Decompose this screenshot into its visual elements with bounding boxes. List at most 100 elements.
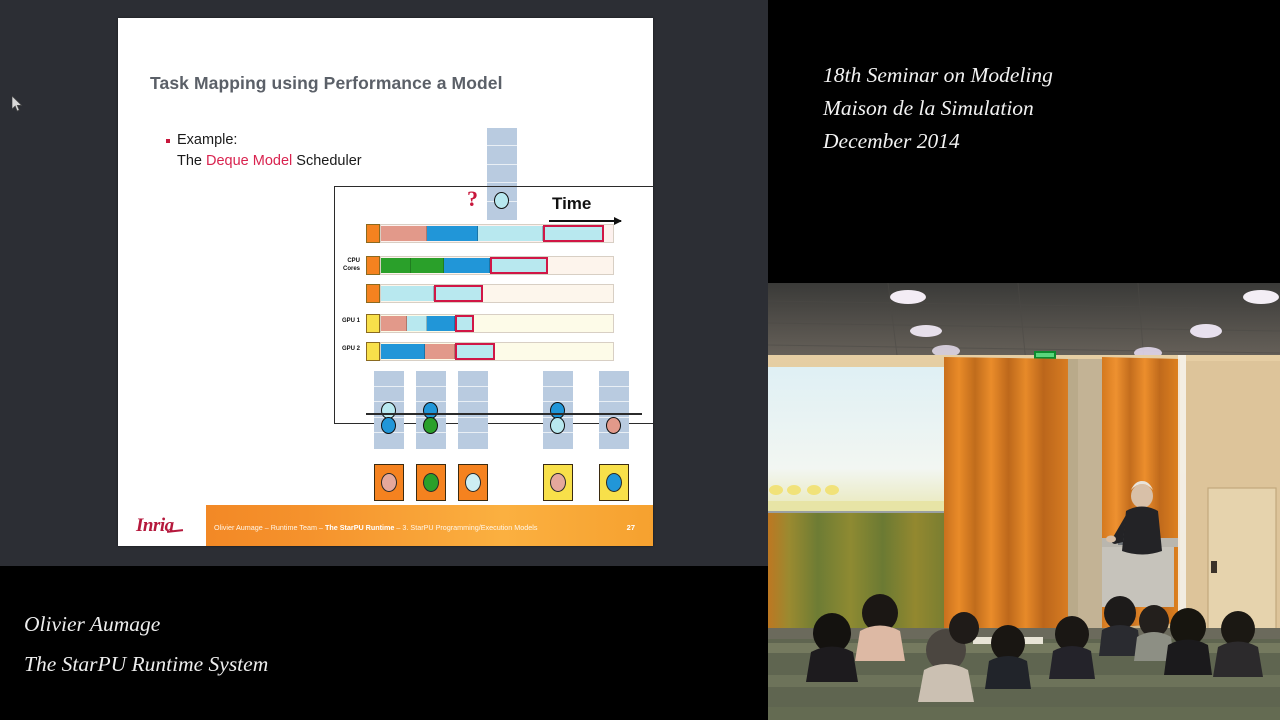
queue-slot [543, 433, 573, 449]
gantt-row [366, 284, 614, 303]
footer-text-section: – 3. StarPU Programming/Execution Models [394, 523, 538, 532]
queued-task-circle [381, 401, 396, 419]
queue-divider-line [366, 413, 642, 415]
footer-text-author: Olivier Aumage – Runtime Team – [214, 523, 325, 532]
question-mark-label: ? [467, 186, 478, 211]
gantt-highlight-box [455, 315, 474, 332]
bullet-text-pre: The [177, 153, 207, 169]
gantt-row-track [380, 284, 614, 303]
seminar-line-2: Maison de la Simulation [823, 96, 1034, 120]
mouse-cursor-icon [12, 96, 23, 112]
slide-viewer-panel: Task Mapping using Performance a Model E… [0, 0, 768, 566]
presentation-slide: Task Mapping using Performance a Model E… [118, 18, 653, 546]
seminar-info-text: 18th Seminar on Modeling Maison de la Si… [823, 59, 1053, 158]
gantt-task-segment [381, 258, 412, 273]
gantt-task-segment [381, 316, 407, 331]
gantt-task-segment [411, 258, 444, 273]
queue-slot [543, 387, 573, 403]
gantt-row-cap [366, 256, 380, 275]
gantt-row [366, 224, 614, 243]
queue-slot [374, 371, 404, 387]
gantt-row-track [380, 256, 614, 275]
gantt-highlight-box [490, 257, 549, 274]
worker-box [458, 464, 488, 501]
slide-page-number: 27 [626, 523, 635, 532]
speaker-talk-title: The StarPU Runtime System [24, 652, 269, 676]
footer-corner-curve [118, 489, 206, 507]
queue-slot [599, 402, 629, 418]
stack-slot [487, 128, 517, 147]
gantt-task-segment [443, 258, 491, 273]
slide-bullet-block: Example: The Deque Model Scheduler [166, 130, 362, 172]
gantt-row-track [380, 224, 614, 243]
stack-slot [487, 165, 517, 184]
gantt-task-segment [381, 344, 426, 359]
speaker-info-panel: Olivier Aumage The StarPU Runtime System [0, 566, 736, 720]
bullet-square-icon [166, 139, 170, 143]
incoming-task-circle [494, 192, 509, 209]
speaker-name: Olivier Aumage [24, 612, 161, 636]
queue-slot [599, 371, 629, 387]
schedule-chart-frame [334, 186, 653, 424]
queued-task-circle [550, 417, 565, 435]
gantt-task-segment [381, 226, 428, 241]
running-task-circle [381, 473, 397, 492]
stack-slot [487, 146, 517, 165]
gantt-task-segment [406, 316, 428, 331]
queued-task-circle [606, 417, 621, 435]
gantt-label-gpu1: GPU 1 [341, 318, 360, 324]
running-task-circle [550, 473, 566, 492]
running-task-circle [606, 473, 622, 492]
time-axis-arrow-icon [549, 217, 622, 225]
bullet-text-post: Scheduler [292, 153, 362, 169]
gantt-row [366, 342, 614, 361]
gantt-row-cap [366, 284, 380, 303]
footer-credit-text: Olivier Aumage – Runtime Team – The Star… [214, 523, 537, 532]
slide-title: Task Mapping using Performance a Model [150, 73, 503, 93]
queue-slot [458, 433, 488, 449]
queue-slot [458, 402, 488, 418]
slide-footer: Inria Olivier Aumage – Runtime Team – Th… [118, 489, 653, 546]
queue-slot [416, 387, 446, 403]
queue-slot [416, 433, 446, 449]
gantt-row [366, 314, 614, 333]
bullet-line-scheduler: The Deque Model Scheduler [177, 151, 362, 172]
gantt-row-cap [366, 224, 380, 243]
gantt-task-segment [478, 226, 544, 241]
queued-task-circle [423, 417, 438, 435]
worker-box [599, 464, 629, 501]
gantt-task-segment [425, 344, 456, 359]
lecture-hall-scene [768, 283, 1280, 720]
queued-task-circle [550, 401, 565, 419]
gantt-label-gpu2: GPU 2 [341, 346, 360, 352]
queue-slot [543, 371, 573, 387]
queue-slot [458, 418, 488, 434]
gantt-task-segment [427, 316, 456, 331]
worker-box [374, 464, 404, 501]
queue-slot [374, 433, 404, 449]
seminar-info-panel: 18th Seminar on Modeling Maison de la Si… [768, 0, 1280, 283]
worker-box [416, 464, 446, 501]
queue-slot [458, 371, 488, 387]
queue-slot [458, 387, 488, 403]
time-axis-label: Time [552, 194, 592, 213]
task-queue-column [599, 371, 629, 449]
worker-box [543, 464, 573, 501]
inria-logo: Inria [136, 515, 174, 536]
running-task-circle [423, 473, 439, 492]
queue-slot [599, 387, 629, 403]
gantt-row [366, 256, 614, 275]
running-task-circle [465, 473, 481, 492]
bullet-line-example: Example: [177, 132, 238, 148]
gantt-task-segment [427, 226, 479, 241]
queue-slot [599, 433, 629, 449]
seminar-line-1: 18th Seminar on Modeling [823, 63, 1053, 87]
queued-task-circle [423, 401, 438, 419]
gantt-row-track [380, 314, 614, 333]
lecture-video-panel[interactable] [768, 283, 1280, 720]
gantt-highlight-box [543, 225, 604, 242]
queue-slot [374, 387, 404, 403]
queue-slot [416, 371, 446, 387]
footer-text-title: The StarPU Runtime [324, 523, 395, 532]
